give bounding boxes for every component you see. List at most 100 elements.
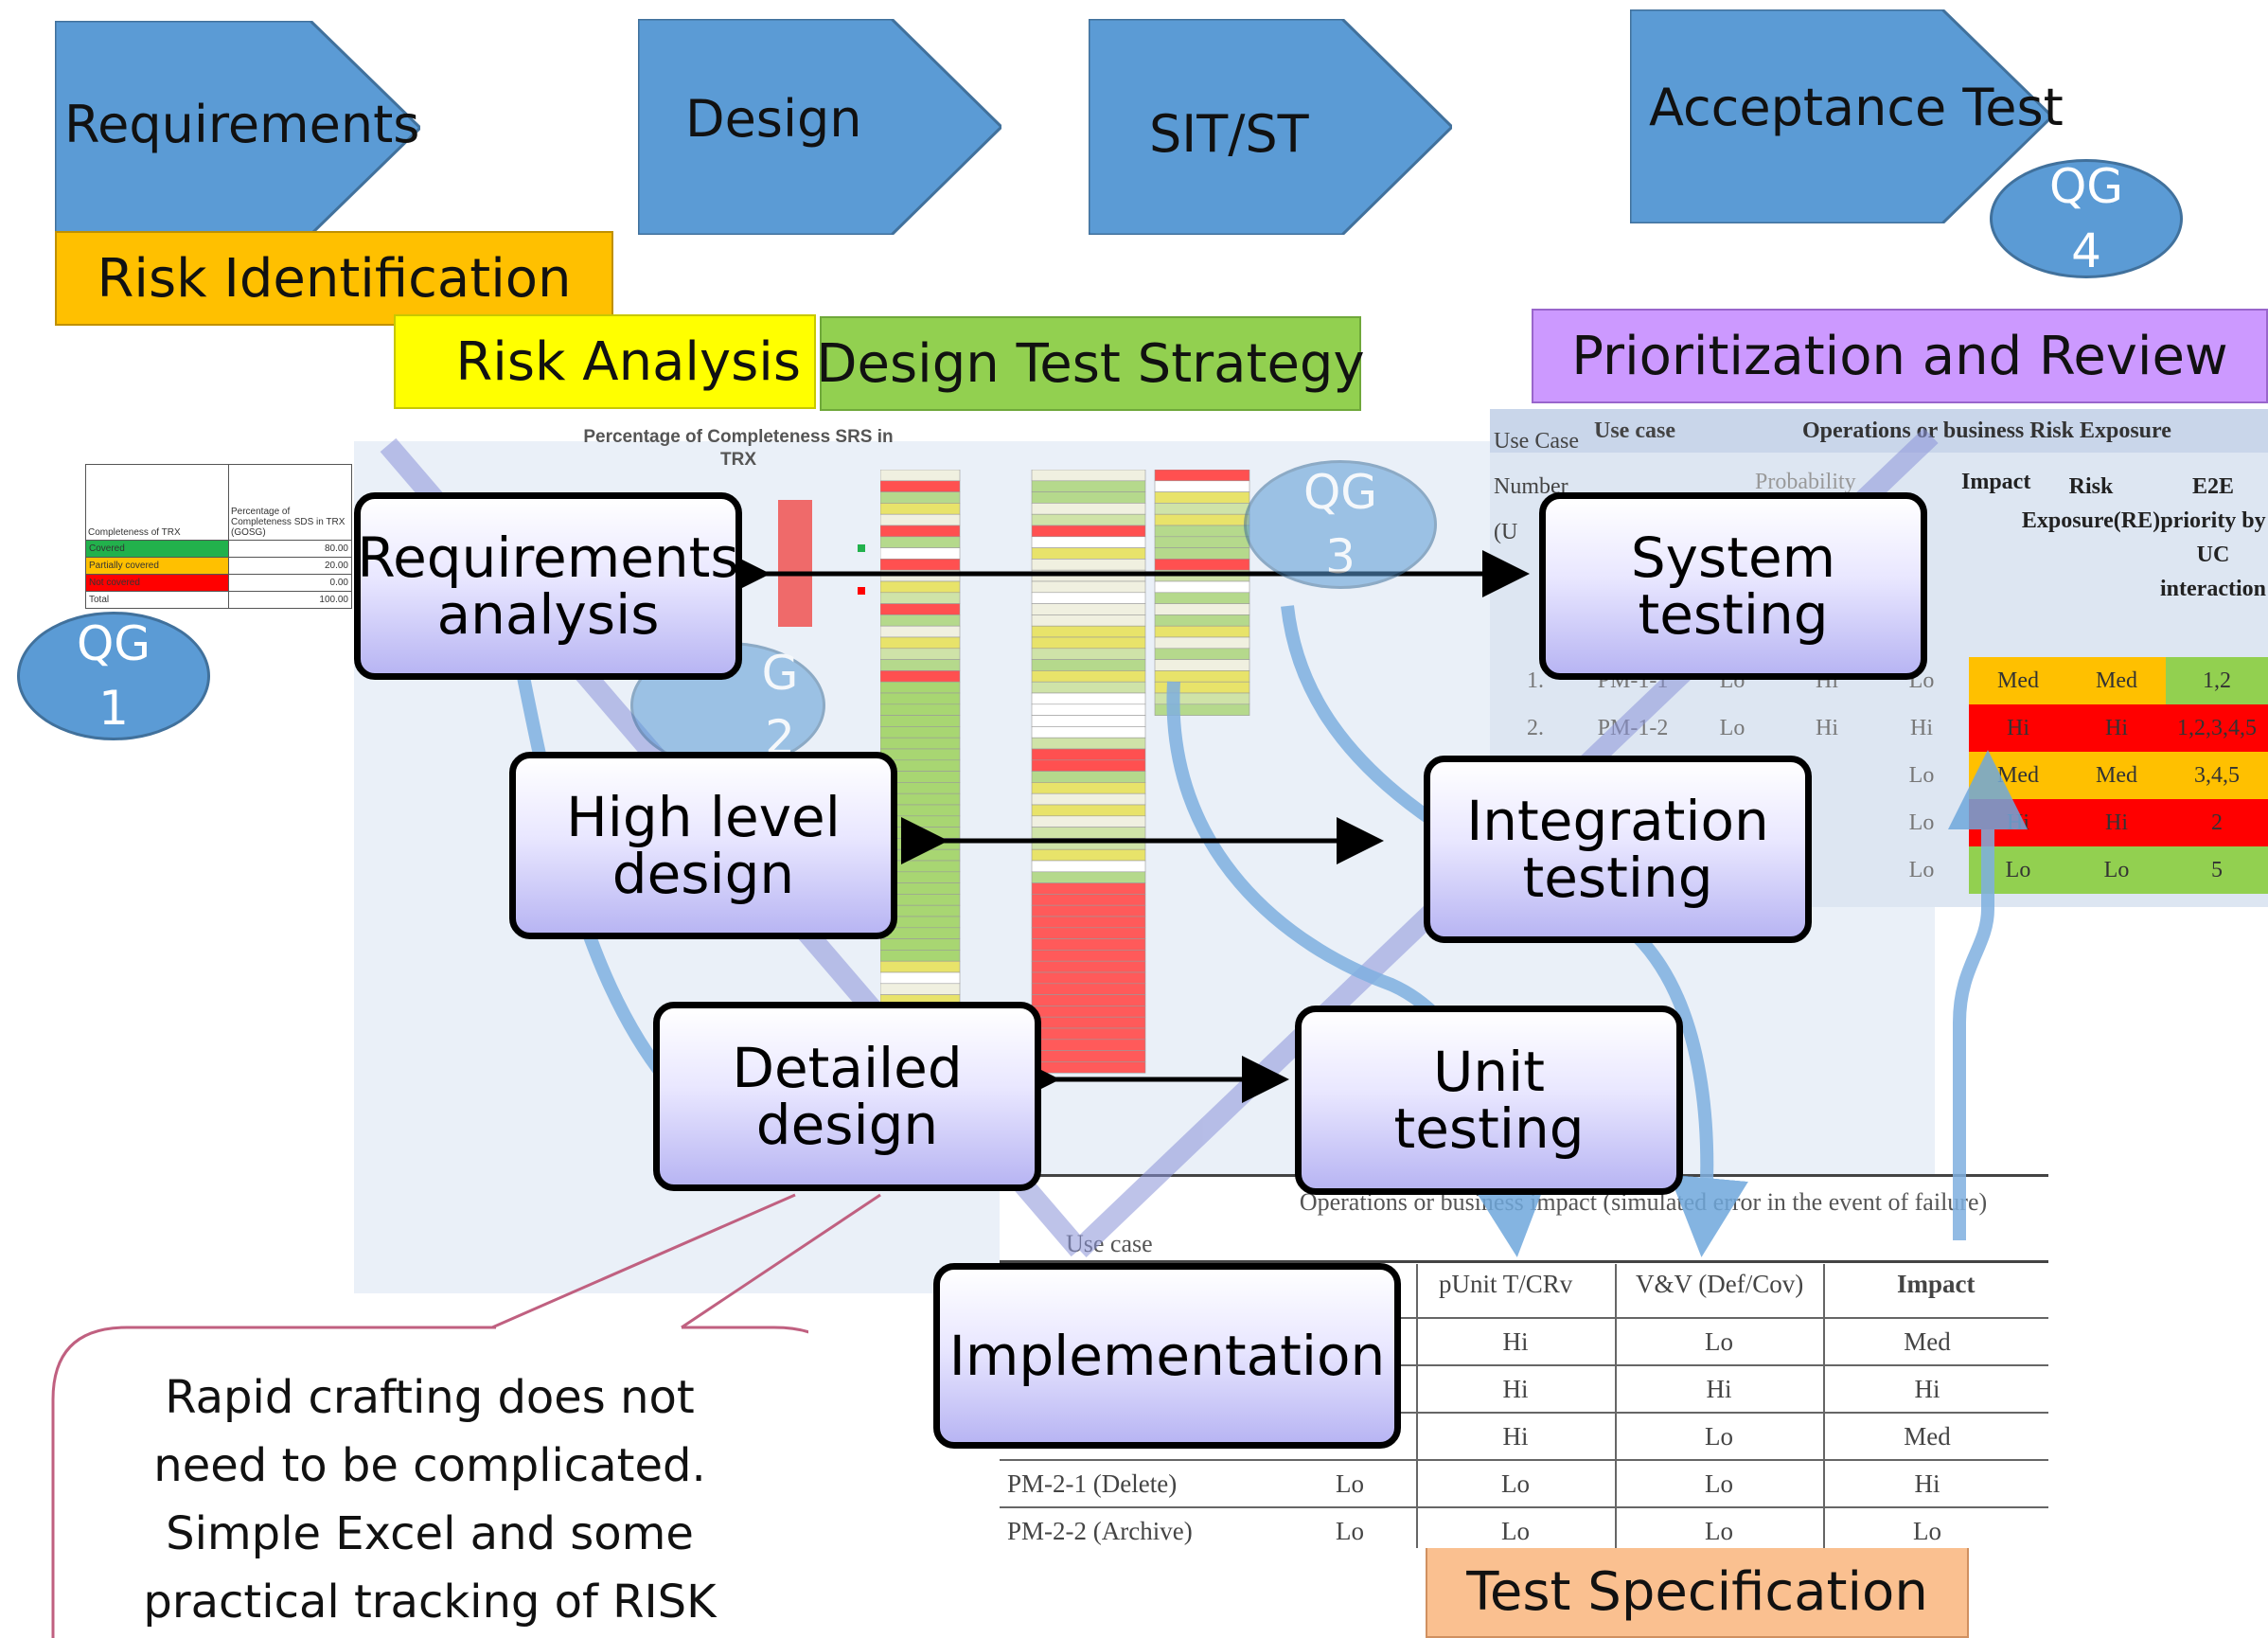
quality-gate-3: QG 3 (1244, 460, 1437, 589)
completeness-row-label: Not covered (85, 574, 229, 592)
impact-row-pu: Hi (1502, 1327, 1529, 1356)
risk-header-exposure: Risk Exposure(RE) (2021, 474, 2161, 533)
risk-row-impact: Med (1969, 657, 2067, 704)
impact-header-divider (1000, 1260, 2048, 1263)
qg-label: QG (2048, 159, 2124, 214)
risk-header-usecase: Use case (1594, 418, 1675, 443)
high-level-design-box: High level design (509, 752, 897, 939)
integration-testing-box: Integration testing (1424, 756, 1812, 943)
impact-row-pu: Lo (1501, 1517, 1530, 1545)
completeness-header-left: Completeness of TRX (85, 464, 229, 541)
impact-row-vv: Lo (1705, 1517, 1733, 1545)
vbox-line: testing (1522, 846, 1713, 910)
impact-row-vv: Lo (1705, 1422, 1733, 1451)
qg-number: 3 (1325, 529, 1355, 584)
callout-lines (491, 1193, 881, 1329)
completeness-row-value: 100.00 (228, 591, 352, 609)
chart-title-line1: Percentage of Completeness SRS in (583, 427, 894, 447)
qg-label: QG (76, 616, 151, 671)
detailed-design-box: Detailed design (653, 1002, 1041, 1191)
vbox-line: Unit (1432, 1040, 1546, 1104)
impact-col-divider (1823, 1264, 1825, 1548)
risk-row-c1: Lo (1719, 716, 1745, 740)
callout-line: need to be complicated. (153, 1439, 706, 1492)
test-specification-band: Test Specification (1426, 1545, 1969, 1638)
impact-row-divider (1000, 1459, 2048, 1461)
risk-row-exposure: Hi (2067, 799, 2166, 846)
qg-label: QG (1302, 465, 1378, 520)
risk-row-c3: Lo (1908, 763, 1935, 788)
completeness-chart-title: Percentage of Completeness SRS in TRX (568, 426, 909, 472)
risk-row-e2e: 3,4,5 (2166, 752, 2268, 799)
phase-sit-arrow: SIT/ST (1089, 19, 1452, 235)
risk-row-e2e: 1,2 (2166, 657, 2268, 704)
implementation-box: Implementation (933, 1263, 1401, 1449)
unit-testing-box: Unit testing (1295, 1006, 1683, 1195)
risk-analysis-band: Risk Analysis (394, 314, 816, 409)
risk-header-impact: Impact (1961, 470, 2031, 494)
completeness-header-right: Percentage of Completeness SDS in TRX (G… (228, 464, 352, 541)
phase-sit-label: SIT/ST (1149, 104, 1309, 164)
quality-gate-1: QG 1 (17, 612, 210, 740)
vbox-line: Detailed (732, 1036, 963, 1100)
phase-design-arrow: Design (638, 19, 1001, 235)
risk-header-group: Operations or business Risk Exposure (1802, 418, 2171, 443)
vbox-line: testing (1638, 582, 1829, 647)
impact-header-impact: Impact (1897, 1270, 1976, 1298)
chart-title-line2: TRX (720, 450, 756, 470)
callout-bubble (51, 1326, 808, 1638)
design-test-strategy-band: Design Test Strategy (816, 316, 1365, 411)
phase-acceptance-label: Acceptance Test (1649, 78, 2064, 137)
prioritization-band: Prioritization and Review (1532, 309, 2268, 403)
risk-row-e2e: 5 (2166, 846, 2268, 894)
impact-row-uc: PM-2-2 (Archive) (1007, 1517, 1193, 1545)
risk-row-e2e: 2 (2166, 799, 2268, 846)
callout-text: Rapid crafting does not need to be compl… (80, 1363, 780, 1636)
vbox-line: System (1630, 525, 1836, 590)
spreadsheet-cell (1154, 703, 1250, 716)
phase-acceptance-arrow: Acceptance Test (1630, 9, 2064, 223)
chevron-shape (1089, 19, 1452, 235)
callout-line: Simple Excel and some (166, 1507, 694, 1560)
vbox-line: design (611, 842, 795, 906)
qg-number: 1 (98, 681, 129, 736)
vbox-line: Integration (1466, 789, 1769, 853)
impact-row-impact: Hi (1914, 1469, 1940, 1498)
risk-row-number: 2. (1527, 716, 1544, 740)
requirements-analysis-box: Requirements analysis (354, 492, 742, 680)
impact-header-vv: V&V (Def/Cov) (1636, 1270, 1804, 1298)
impact-row-pu: Lo (1501, 1469, 1530, 1498)
vbox-line: analysis (436, 582, 660, 647)
risk-row-c3: Hi (1910, 716, 1933, 740)
impact-row-pu: Hi (1502, 1375, 1529, 1403)
impact-col-divider (1615, 1264, 1617, 1548)
completeness-legend-marker-green (858, 544, 865, 552)
impact-row-vv: Lo (1705, 1327, 1733, 1356)
completeness-table: Completeness of TRX Percentage of Comple… (85, 464, 352, 609)
vbox-line: testing (1393, 1096, 1585, 1161)
phase-design-label: Design (685, 89, 862, 149)
phase-requirements-label: Requirements (64, 95, 420, 154)
impact-row-impact: Med (1904, 1422, 1951, 1451)
risk-row-exposure: Lo (2067, 846, 2166, 894)
impact-row-divider (1000, 1364, 2048, 1366)
vbox-line: High level (566, 785, 841, 849)
risk-row-c3: Lo (1908, 858, 1935, 882)
impact-header-punit: pUnit T/CRv (1439, 1270, 1573, 1298)
callout-line: Rapid crafting does not (165, 1371, 695, 1424)
impact-row-impact: Med (1904, 1327, 1951, 1356)
risk-header-bar (1490, 409, 2268, 453)
risk-row-number: 1. (1527, 668, 1544, 693)
risk-header-e2e: E2E priority by UC interaction (2160, 474, 2266, 601)
risk-header-probability: Probability (1755, 470, 1856, 494)
risk-row-c2: Hi (1816, 716, 1838, 740)
vbox-line: Requirements (357, 525, 739, 590)
impact-row-impact: Hi (1914, 1375, 1940, 1403)
quality-gate-4: QG 4 (1990, 159, 2183, 278)
chevron-shape (638, 19, 1001, 235)
risk-row-e2e: 1,2,3,4,5 (2166, 704, 2268, 752)
risk-row-exposure: Med (2067, 752, 2166, 799)
impact-row-divider (1000, 1412, 2048, 1414)
impact-row-uc: PM-2-1 (Delete) (1007, 1469, 1178, 1498)
risk-row-impact: Hi (1969, 704, 2067, 752)
